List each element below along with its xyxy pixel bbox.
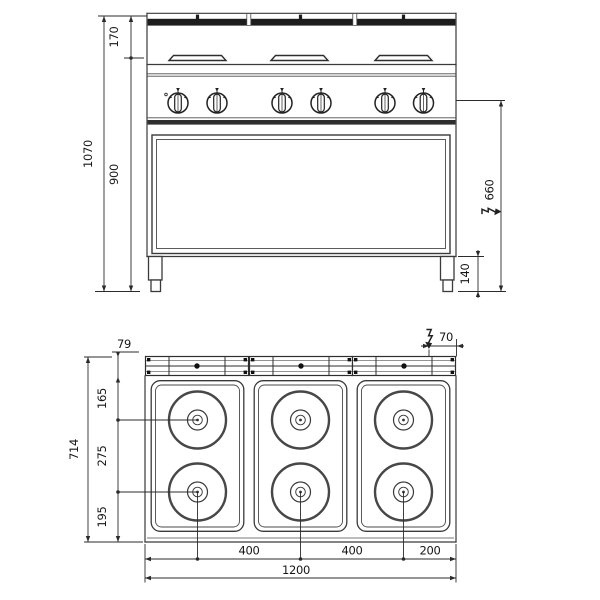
- knob-4: [310, 87, 332, 114]
- dim-label-worktop-height: 900: [107, 164, 121, 185]
- leg-right: [439, 255, 455, 293]
- dim-label-burner-spacing: 275: [95, 445, 109, 466]
- knob-6: [412, 87, 435, 114]
- dim-label-overall-depth: 714: [67, 439, 81, 460]
- dim-label-col-spacing-right: 400: [341, 544, 362, 558]
- rail-module-2: [248, 355, 354, 377]
- rear-rail: [144, 355, 457, 377]
- front-panel: [151, 134, 451, 255]
- knob-zero-mark: [164, 92, 168, 97]
- knob-5: [374, 87, 396, 114]
- dim-label-top-section: 170: [107, 26, 121, 47]
- leg-left: [147, 255, 163, 293]
- dim-label-rear-burner-offset: 165: [95, 388, 109, 409]
- dim-label-right-offset: 200: [419, 544, 440, 558]
- front-view-dimensions: 1070 170 900 660 140: [81, 15, 506, 298]
- control-knobs: [164, 87, 435, 114]
- electric-connection-icon: [481, 207, 503, 217]
- knob-3: [271, 87, 293, 114]
- rail-module-3: [351, 355, 457, 377]
- hotplate-rear-profiles: [167, 54, 434, 62]
- hotplate-rear-right: [373, 390, 434, 450]
- dim-label-electric-height: 660: [483, 179, 497, 200]
- plan-view-dimensions: 714 79 165 275 195 70 400 400 200 1200: [67, 328, 464, 583]
- top-edge-band: [147, 14, 456, 26]
- dim-label-base-height: 140: [458, 263, 472, 284]
- hotplate-rear-center: [270, 390, 331, 450]
- dim-label-electric-offset: 70: [439, 330, 453, 344]
- dim-label-rail-depth: 79: [117, 337, 131, 351]
- rail-module-1: [144, 355, 250, 377]
- knob-1: [167, 87, 189, 114]
- dim-label-col-spacing-left: 400: [238, 544, 259, 558]
- dim-label-overall-width: 1200: [282, 563, 310, 577]
- dim-label-front-burner-offset: 195: [95, 506, 109, 527]
- dim-label-overall-height: 1070: [81, 140, 95, 168]
- knob-2: [206, 87, 228, 114]
- front-view: [146, 12, 457, 293]
